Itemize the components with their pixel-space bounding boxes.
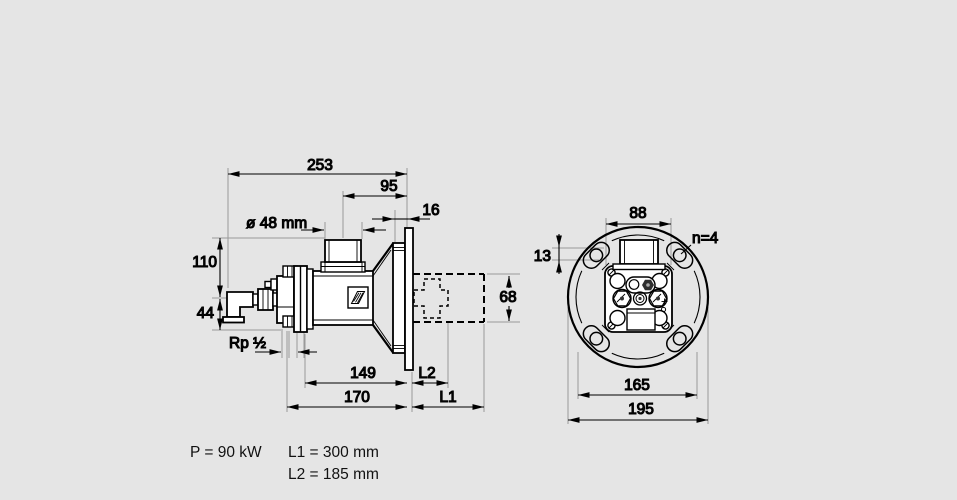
gas-elbow-pipe <box>222 288 279 324</box>
bolt-slot-upper-left <box>582 241 610 269</box>
burner-housing <box>312 270 374 326</box>
dim-bolt-count: n=4 <box>680 229 719 255</box>
lower-terminal-block <box>626 308 656 331</box>
flange-bolt-slots <box>582 241 694 353</box>
mounting-flange-circle <box>566 225 710 369</box>
mounting-flange-plate <box>404 227 414 371</box>
dim-body-length: 149 <box>305 364 407 386</box>
dim-13-label: 13 <box>534 248 551 265</box>
hex-bolt-left <box>612 290 632 307</box>
dim-housing-length: 170 <box>287 388 407 410</box>
dim-l1-label: L1 <box>439 389 456 406</box>
dim-l2-label: L2 <box>418 365 435 382</box>
alignment-cross <box>661 298 668 305</box>
corner-holes <box>609 272 668 327</box>
dim-connection-to-flange: 95 <box>343 177 407 199</box>
brand-logo <box>347 286 369 309</box>
dim-195-label: 195 <box>628 401 654 418</box>
dim-connection-width: 88 <box>606 204 671 227</box>
bolt-slot-lower-right <box>666 325 694 353</box>
flange-cone <box>372 242 394 354</box>
gas-connection-box-front <box>612 239 666 271</box>
elbow-foot-flange <box>222 316 245 324</box>
hex-bolt-right <box>648 290 668 307</box>
dim-165-label: 165 <box>624 377 650 394</box>
control-plate <box>604 265 673 333</box>
air-connection-box <box>320 239 366 273</box>
dim-tube-diameter: 68 <box>499 276 517 321</box>
dim-height-above-axis: 110 <box>192 238 223 297</box>
dim-88-label: 88 <box>629 205 646 222</box>
ignition-electrode-group <box>625 276 656 294</box>
dim-diameter-label: ø 48 mm <box>246 215 307 232</box>
gas-thread-label: Rp ½ <box>229 335 266 352</box>
dim-connection-diameter: ø 48 mm <box>245 214 386 233</box>
side-view: 253 95 16 ø 48 mm 110 <box>192 156 520 412</box>
dim-flange-diameter: 195 <box>568 400 708 423</box>
flange-hub <box>392 242 406 354</box>
dim-110-label: 110 <box>192 254 217 271</box>
dim-68-label: 68 <box>499 289 516 306</box>
dim-overall-depth-label: 253 <box>307 157 333 174</box>
legend-l2: L2 = 185 mm <box>288 466 379 483</box>
side-view-dimensions: 253 95 16 ø 48 mm 110 <box>192 156 517 410</box>
dim-slot-offset: 13 <box>533 234 562 274</box>
front-view: 88 n=4 13 165 195 <box>533 204 719 424</box>
dim-44-label: 44 <box>197 305 215 322</box>
bolt-count-label: n=4 <box>692 230 719 247</box>
dim-95-label: 95 <box>380 178 397 195</box>
flange-front-drawing <box>566 225 710 369</box>
dim-16-label: 16 <box>422 202 439 219</box>
burner-head-cross <box>413 278 449 319</box>
small-pilot-hole <box>660 306 667 313</box>
legend: P = 90 kW L1 = 300 mm L2 = 185 mm <box>190 444 379 483</box>
dim-bolt-circle: 165 <box>578 376 697 398</box>
bolt-slot-lower-left <box>582 325 610 353</box>
dim-axis-to-base: 44 <box>196 299 223 330</box>
rear-housing <box>276 265 314 333</box>
dim-gas-thread: Rp ½ <box>228 334 317 355</box>
union-nut <box>257 288 274 311</box>
front-view-dimensions: 88 n=4 13 165 195 <box>533 204 719 423</box>
burner-tube-dashed <box>413 273 485 323</box>
dim-149-label: 149 <box>350 365 376 382</box>
inner-arc-ring <box>575 234 701 360</box>
center-bolt-row <box>612 288 668 309</box>
burner-side-drawing <box>222 227 485 371</box>
dim-overall-depth: 253 <box>228 156 407 177</box>
center-ring-bolt <box>632 291 648 306</box>
dim-l2: L2 <box>412 364 448 386</box>
legend-l1: L1 = 300 mm <box>288 444 379 461</box>
dim-flange-offset: 16 <box>372 201 440 222</box>
legend-power: P = 90 kW <box>190 444 262 461</box>
side-view-extension-lines <box>212 168 520 412</box>
dim-170-label: 170 <box>344 389 370 406</box>
dim-l1: L1 <box>412 388 484 410</box>
